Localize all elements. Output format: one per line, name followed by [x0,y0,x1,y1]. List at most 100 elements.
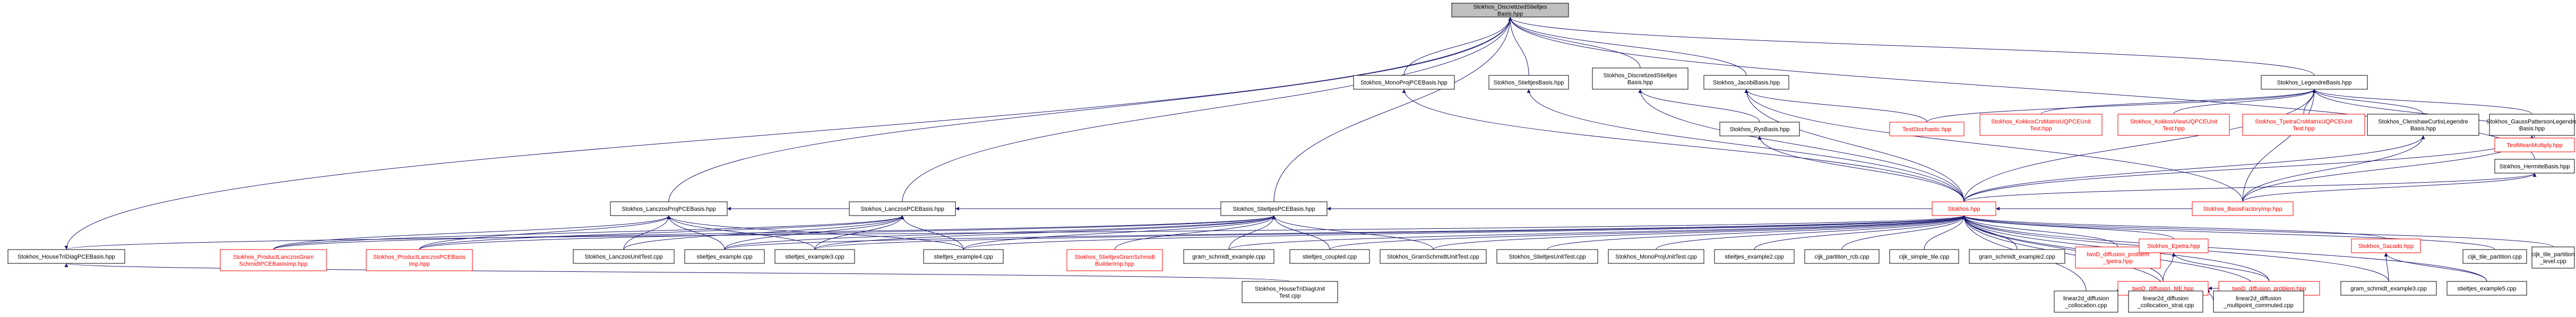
node-cijk_partition_rcb[interactable]: cijk_partition_rcb.cpp [1804,249,1880,264]
node-stieltjes_coupled[interactable]: stieltjes_coupled.cpp [1289,249,1370,264]
node-label: Stokhos_HermiteBasis.hpp [2500,164,2570,170]
edge-gausspatterson-to-legendre [2312,89,2532,115]
node-hermite[interactable]: Stokhos_HermiteBasis.hpp [2494,159,2575,174]
node-label: twoD_diffusion_ME.hpp [2132,286,2194,292]
edge-stokhos-to-jacobi [1744,89,1965,202]
node-epetra[interactable]: Stokhos_Epetra.hpp [2139,238,2209,253]
node-box [2192,201,2294,216]
edge-cijk_tile_partition_level-to-stokhos [1962,215,2554,247]
node-stieltjesunittest[interactable]: Stokhos_StieltjesUnitTest.cpp [1496,249,1598,264]
node-cijk_simple_tile[interactable]: cijk_simple_tile.cpp [1889,249,1959,264]
node-label: Stokhos_Epetra.hpp [2147,243,2200,250]
node-label: Stokhos_LanczosProjPCEBasis.hpp [622,206,716,212]
node-sacado[interactable]: Stokhos_Sacado.hpp [2351,238,2421,253]
node-label: Test.cpp [1279,293,1301,299]
node-jacobi[interactable]: Stokhos_JacobiBasis.hpp [1703,75,1789,90]
edge-teststochastic-to-jacobi [1744,89,1927,123]
node-stieltjes_example3[interactable]: stieltjes_example3.cpp [774,249,855,264]
edge-twod_diffusion_problem-to-epetra [2172,252,2270,282]
node-linear2d_collocation_strat[interactable]: linear2d_diffusion_collocation_strat.cpp [2128,290,2203,313]
node-stokhos[interactable]: Stokhos.hpp [1932,201,1996,216]
node-stieltjes_example2[interactable]: stieltjes_example2.cpp [1714,249,1795,264]
node-label: Stokhos_StieltjesPCEBasis.hpp [1233,206,1315,212]
node-label: TestStochastic.hpp [1902,126,1951,133]
node-label: Stokhos_GaussPattersonLegendre [2486,119,2576,125]
node-label: Stokhos.hpp [1948,206,1980,212]
node-lanczospce[interactable]: Stokhos_LanczosPCEBasis.hpp [849,201,956,216]
node-productlanczosgram[interactable]: Stokhos_ProductLanczosGramSchmidtPCEBasi… [220,249,327,271]
node-housetridiag[interactable]: Stokhos_HouseTriDiagPCEBasis.hpp [7,249,125,264]
node-gramschmidtunittest[interactable]: Stokhos_GramSchmidtUnitTest.cpp [1380,249,1487,264]
node-box [1380,249,1487,264]
edge-stieltjes_coupled-to-stokhos [1329,215,1966,250]
node-box [774,249,855,264]
node-label: _collocation.cpp [2065,303,2107,309]
node-stieltjes_example4[interactable]: stieltjes_example4.cpp [923,249,1004,264]
edge-kokkosview-to-legendre [2173,89,2316,115]
node-linear2d_collocation[interactable]: linear2d_diffusion_collocation.cpp [2054,290,2118,313]
node-stieltjespce[interactable]: Stokhos_StieltjesPCEBasis.hpp [1220,201,1328,216]
edge-clenshaw-to-legendre [2312,89,2424,115]
node-teststochastic[interactable]: TestStochastic.hpp [1889,122,1965,136]
node-cijk_tile_partition_level[interactable]: cijk_tile_partition_level.cpp [2531,246,2575,269]
node-lanczosproj[interactable]: Stokhos_LanczosProjPCEBasis.hpp [610,201,728,216]
node-testmeanmultiply[interactable]: TestMeanMultiply.hpp [2494,138,2575,152]
node-box [1714,249,1795,264]
node-cijk_tile_partition[interactable]: cijk_tile_partition.cpp [2462,249,2527,264]
node-stieltjes[interactable]: Stokhos_StieltjesBasis.hpp [1488,75,1569,90]
node-label: stieltjes_example4.cpp [934,254,993,260]
edge-stieltjes_example2-to-stokhos [1754,215,1966,250]
node-box [2367,114,2479,136]
edge-housetridiagunittest-to-housetridiag [65,263,1290,282]
node-box [2139,238,2209,253]
node-basisfactory[interactable]: Stokhos_BasisFactoryImp.hpp [2192,201,2294,216]
node-box [2489,114,2575,136]
edge-cijk_simple_tile-to-stokhos [1924,215,1966,250]
node-label: Stokhos_Sacado.hpp [2358,243,2414,250]
edge-gram_schmidt_example-to-stokhos [1228,215,1966,250]
node-gram_schmidt_example3[interactable]: gram_schmidt_example3.cpp [2340,281,2437,296]
edge-cijk_partition_rcb-to-stokhos [1841,215,1966,250]
edge-basisfactory-to-jacobi [1744,89,2243,202]
node-stieltjes_example[interactable]: stieltjes_example.cpp [684,249,765,264]
node-label: stieltjes_example2.cpp [1725,254,1784,260]
node-linear2d_multipoint[interactable]: linear2d_diffusion_multipoint_commuted.c… [2213,290,2304,313]
node-stieltjes_example5[interactable]: stieltjes_example5.cpp [2446,281,2527,296]
edge-stokhos-to-hermite [1963,173,2537,202]
node-label: Stokhos_BasisFactoryImp.hpp [2203,206,2282,212]
node-label: Stokhos_DiscretizedStieltjes [1474,4,1547,11]
node-box [1979,114,2103,136]
edge-stokhos-to-clenshaw [1963,135,2425,202]
node-box [1703,75,1789,90]
node-label: _multipoint_commuted.cpp [2223,303,2293,309]
edge-stokhos-to-rysbasis [1757,135,1965,202]
edge-productlanczosgram-to-stieltjespce [273,215,1276,250]
node-rysbasis[interactable]: Stokhos_RysBasis.hpp [1719,122,1800,136]
node-box [1608,249,1704,264]
node-box [610,201,728,216]
node-legendre[interactable]: Stokhos_LegendreBasis.hpp [2261,75,2368,90]
edge-twod_diffusion_me-to-stokhos [1962,215,2164,282]
edge-monoprojunittest-to-stokhos [1656,215,1966,250]
edge-teststochastic-to-legendre [1926,89,2316,123]
node-box [1889,249,1959,264]
node-label: linear2d_diffusion [2063,296,2109,302]
node-monoproj[interactable]: Stokhos_MonoProjPCEBasis.hpp [1353,75,1455,90]
node-gram_schmidt_example[interactable]: gram_schmidt_example.cpp [1183,249,1274,264]
node-label: Stokhos_HouseTriDiagUnit [1255,286,1325,293]
node-lanczosunittest[interactable]: Stokhos_LanczosUnitTest.cpp [573,249,675,264]
node-monoprojunittest[interactable]: Stokhos_MonoProjUnitTest.cpp [1608,249,1704,264]
node-stieltjesgram[interactable]: Stokhos_StieltjesGramSchmidtBuilderImp.h… [1066,249,1163,271]
node-gram_schmidt_example2[interactable]: gram_schmidt_example2.cpp [1969,249,2065,264]
node-label: Stokhos_StieltjesUnitTest.cpp [1509,254,1586,260]
node-label: cijk_partition_rcb.cpp [1814,254,1869,260]
